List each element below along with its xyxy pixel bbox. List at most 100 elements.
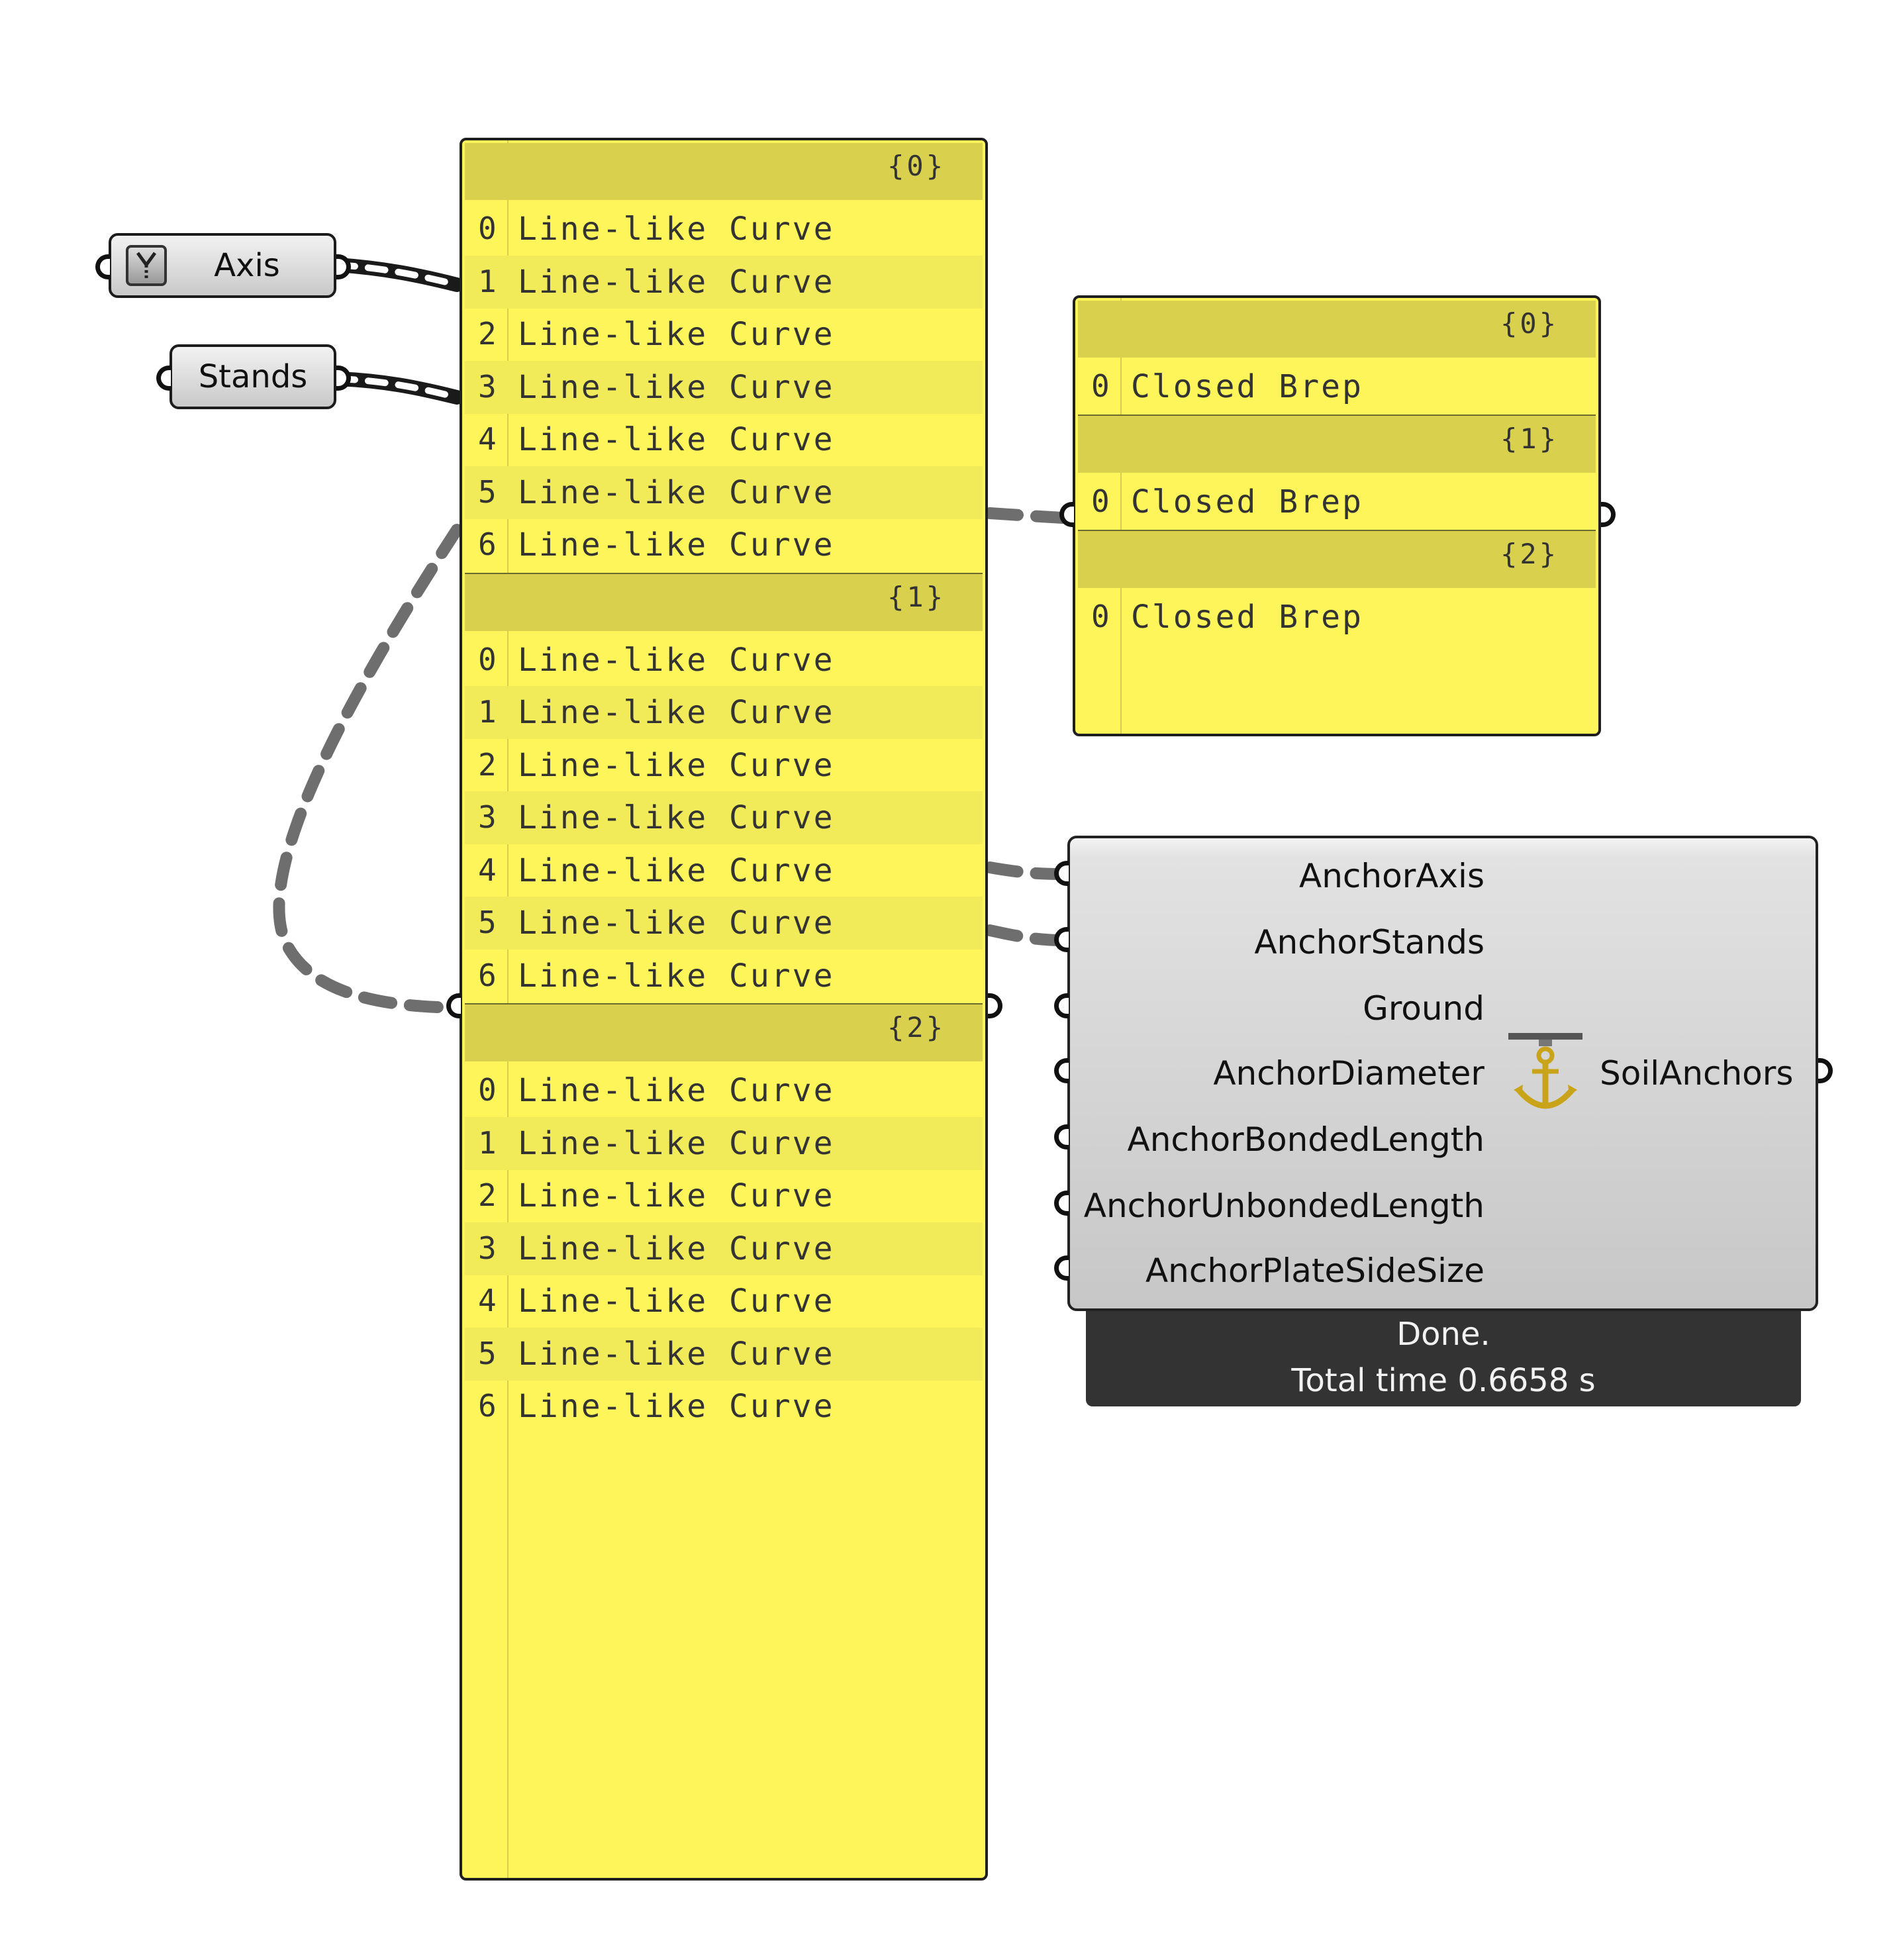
- panel-row: 2 Line-like Curve: [465, 308, 983, 361]
- input-anchor-unbonded-length: AnchorUnbondedLength: [1083, 1187, 1484, 1225]
- row-value: Line-like Curve: [518, 1124, 835, 1162]
- panel-row: 0 Line-like Curve: [465, 634, 983, 687]
- row-index: 5: [478, 905, 497, 940]
- branch-path-label: {2}: [887, 1011, 946, 1044]
- axis-output-grip[interactable]: [336, 254, 351, 279]
- panel-row: 0 Line-like Curve: [465, 203, 983, 256]
- branch-path-label: {0}: [887, 150, 946, 182]
- input-ground: Ground: [1363, 989, 1484, 1028]
- row-index: 6: [478, 1388, 497, 1424]
- row-index: 3: [478, 368, 497, 405]
- curves-panel-output-grip[interactable]: [988, 993, 1002, 1018]
- grip-anchor-plate-side-size[interactable]: [1054, 1255, 1069, 1281]
- row-value: Line-like Curve: [518, 316, 835, 353]
- wire-breps-output-to-component: [984, 507, 1069, 524]
- row-index: 0: [1091, 483, 1110, 519]
- anchor-icon: [1506, 1030, 1585, 1116]
- panel-row: 0 Closed Brep: [1078, 591, 1596, 644]
- stands-input-grip[interactable]: [156, 366, 171, 391]
- row-value: Line-like Curve: [518, 641, 835, 679]
- param-icon: [126, 245, 167, 286]
- row-value: Line-like Curve: [518, 746, 835, 784]
- input-anchor-stands: AnchorStands: [1254, 923, 1484, 961]
- branch-header: {2}: [465, 1004, 983, 1061]
- row-index: 6: [478, 526, 497, 562]
- grip-anchor-unbonded-length[interactable]: [1054, 1191, 1069, 1216]
- row-value: Line-like Curve: [518, 852, 835, 889]
- row-value: Line-like Curve: [518, 1388, 835, 1425]
- row-value: Line-like Curve: [518, 1230, 835, 1267]
- row-value: Line-like Curve: [518, 1283, 835, 1320]
- curves-panel-input-grip[interactable]: [446, 993, 461, 1018]
- row-value: Line-like Curve: [518, 1335, 835, 1373]
- row-index: 0: [1091, 599, 1110, 634]
- stands-param-node[interactable]: Stands: [170, 344, 336, 409]
- breps-panel-input-grip[interactable]: [1059, 502, 1074, 527]
- row-index: 1: [478, 1124, 497, 1161]
- branch-header: {0}: [1078, 301, 1596, 358]
- panel-row: 2 Line-like Curve: [465, 1169, 983, 1222]
- breps-panel-output-grip[interactable]: [1601, 502, 1616, 527]
- grip-soil-anchors-output[interactable]: [1818, 1058, 1833, 1083]
- grip-anchor-axis[interactable]: [1054, 861, 1069, 886]
- input-anchor-diameter: AnchorDiameter: [1213, 1054, 1484, 1093]
- branch-header: {1}: [1078, 416, 1596, 473]
- component-status-bar: Done. Total time 0.6658 s: [1086, 1311, 1801, 1406]
- status-done-text: Done.: [1396, 1316, 1490, 1353]
- row-value: Closed Brep: [1131, 599, 1363, 636]
- branch-path-label: {0}: [1500, 307, 1559, 340]
- panel-row: 1 Line-like Curve: [465, 255, 983, 309]
- branch-header: {2}: [1078, 531, 1596, 588]
- row-index: 0: [478, 641, 497, 677]
- row-index: 6: [478, 957, 497, 993]
- grip-anchor-stands[interactable]: [1054, 927, 1069, 952]
- row-index: 0: [478, 1072, 497, 1108]
- panel-row: 0 Closed Brep: [1078, 475, 1596, 528]
- panel-row: 4 Line-like Curve: [465, 413, 983, 466]
- wire-loop-to-panel-input: [273, 524, 463, 1014]
- axis-param-node[interactable]: Axis: [109, 233, 336, 298]
- grip-ground[interactable]: [1054, 993, 1069, 1018]
- stands-output-grip[interactable]: [336, 366, 351, 391]
- row-value: Line-like Curve: [518, 421, 835, 458]
- panel-row: 0 Line-like Curve: [465, 1064, 983, 1117]
- row-index: 1: [478, 694, 497, 730]
- input-anchor-plate-side-size: AnchorPlateSideSize: [1145, 1251, 1484, 1290]
- panel-gutter: [1120, 298, 1122, 734]
- row-value: Line-like Curve: [518, 211, 835, 248]
- wire-panel-to-anchor-stands: [984, 924, 1069, 946]
- row-index: 0: [478, 211, 497, 246]
- grip-anchor-bonded-length[interactable]: [1054, 1124, 1069, 1150]
- row-value: Line-like Curve: [518, 473, 835, 511]
- grip-anchor-diameter[interactable]: [1054, 1058, 1069, 1083]
- axis-input-grip[interactable]: [95, 254, 110, 279]
- panel-row: 1 Line-like Curve: [465, 1116, 983, 1170]
- row-index: 1: [478, 263, 497, 299]
- row-index: 2: [478, 316, 497, 352]
- soil-anchors-component[interactable]: AnchorAxis AnchorStands Ground AnchorDia…: [1067, 836, 1818, 1311]
- panel-row: 6 Line-like Curve: [465, 1380, 983, 1433]
- row-index: 0: [1091, 368, 1110, 404]
- row-value: Line-like Curve: [518, 263, 835, 301]
- input-anchor-axis: AnchorAxis: [1299, 857, 1484, 895]
- row-index: 4: [478, 421, 497, 457]
- row-value: Line-like Curve: [518, 1177, 835, 1214]
- row-value: Closed Brep: [1131, 483, 1363, 520]
- row-value: Line-like Curve: [518, 1072, 835, 1109]
- row-index: 2: [478, 746, 497, 783]
- row-index: 2: [478, 1177, 497, 1213]
- branch-path-label: {2}: [1500, 538, 1559, 570]
